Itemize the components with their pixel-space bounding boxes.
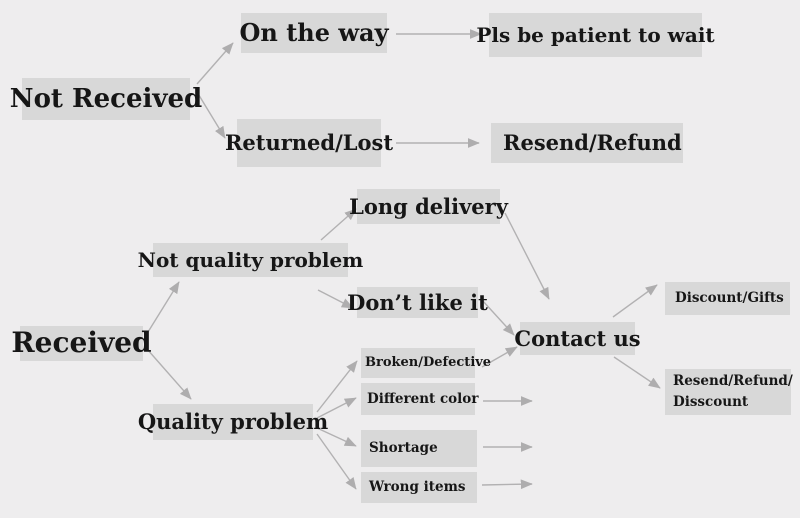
node-on-the-way: On the way [239,13,389,53]
arrow-long-delivery-to-contact-us [504,212,550,300]
arrow-quality-problem-to-wrong-items [316,433,357,490]
node-discount-gifts: Discount/Gifts [665,282,790,315]
node-quality-problem: Quality problem [138,404,328,440]
node-returned-lost: Returned/Lost [225,119,393,167]
node-resend-refund-disscount: Resend/Refund/ Disscount [665,369,793,415]
node-broken-defective: Broken/Defective [361,348,491,378]
node-different-color: Different color [361,383,478,415]
node-contact-us: Contact us [514,322,641,355]
node-shortage: Shortage [361,430,477,467]
arrow-quality-problem-to-broken-defective [316,360,358,413]
node-resend-refund-disscount-line1: Resend/Refund/ [673,373,793,389]
node-not-quality-problem: Not quality problem [138,243,363,277]
arrow-contact-us-to-discount-gifts [612,284,658,318]
node-wrong-items: Wrong items [361,472,477,503]
node-received: Received [11,326,152,361]
node-not-received: Not Received [10,78,202,120]
arrow-wrong-items-right [481,479,533,490]
arrow-received-to-not-quality-problem [147,281,180,333]
node-pls-be-patient-to-wait: Pls be patient to wait [476,13,715,57]
node-dont-like-it: Don’t like it [347,287,488,318]
arrow-contact-us-to-resend-refund-disscount [613,356,661,389]
arrow-received-to-quality-problem [146,348,192,400]
node-resend-refund-disscount-line2: Disscount [673,394,749,410]
arrow-not-received-to-on-the-way [196,42,234,85]
node-long-delivery: Long delivery [349,189,508,224]
node-resend-refund: Resend/Refund [491,123,683,163]
